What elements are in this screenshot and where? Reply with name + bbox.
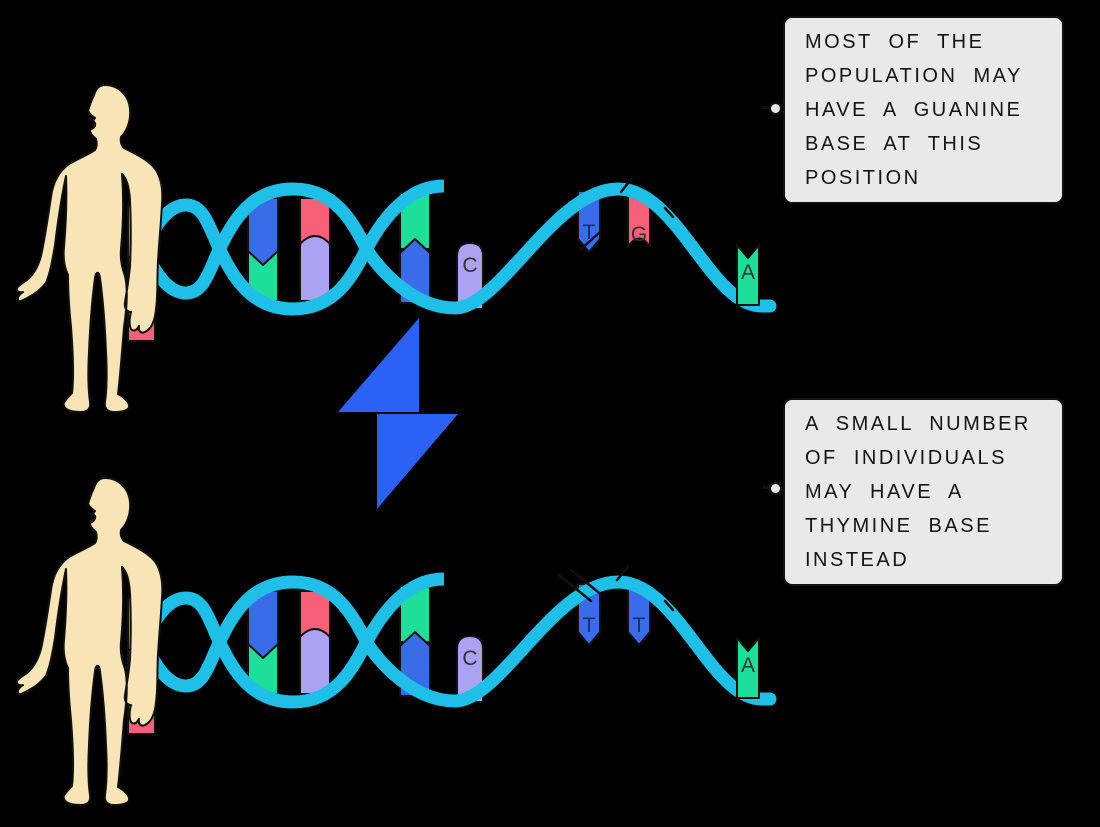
base-letter-t: T xyxy=(583,221,596,244)
figure-common-variant: C T G A xyxy=(15,84,800,413)
base-letter-c: C xyxy=(462,254,477,277)
lightning-bolt-icon xyxy=(338,318,458,509)
base-letter-t: T xyxy=(583,614,596,637)
callout-thymine: A SMALL NUMBER OF INDIVIDUALS MAY HAVE A… xyxy=(763,398,1064,586)
callout-connector-line xyxy=(763,486,770,489)
dna-helix: C T G A xyxy=(127,176,770,342)
base-letter-a: A xyxy=(741,654,755,677)
callout-connector-dot xyxy=(769,482,782,495)
callout-connector-line xyxy=(763,106,770,109)
bolt-upper-half xyxy=(338,318,419,412)
base-letter-a: A xyxy=(741,261,755,284)
guanine-base xyxy=(627,190,651,248)
human-silhouette-icon xyxy=(15,477,164,806)
strand-break-marks xyxy=(579,176,675,251)
figure-rare-variant: C T T A xyxy=(15,477,800,806)
base-letter-g: G xyxy=(631,223,647,246)
callout-guanine: MOST OF THE POPULATION MAY HAVE A GUANIN… xyxy=(763,16,1064,204)
base-letter-c: C xyxy=(462,647,477,670)
callout-connector-dot xyxy=(769,102,782,115)
human-silhouette-icon xyxy=(15,84,164,413)
base-letter-t2: T xyxy=(633,614,646,637)
dna-helix: C T T A xyxy=(127,565,770,735)
bolt-lower-half xyxy=(377,414,458,509)
strand-break-marks xyxy=(557,565,675,612)
